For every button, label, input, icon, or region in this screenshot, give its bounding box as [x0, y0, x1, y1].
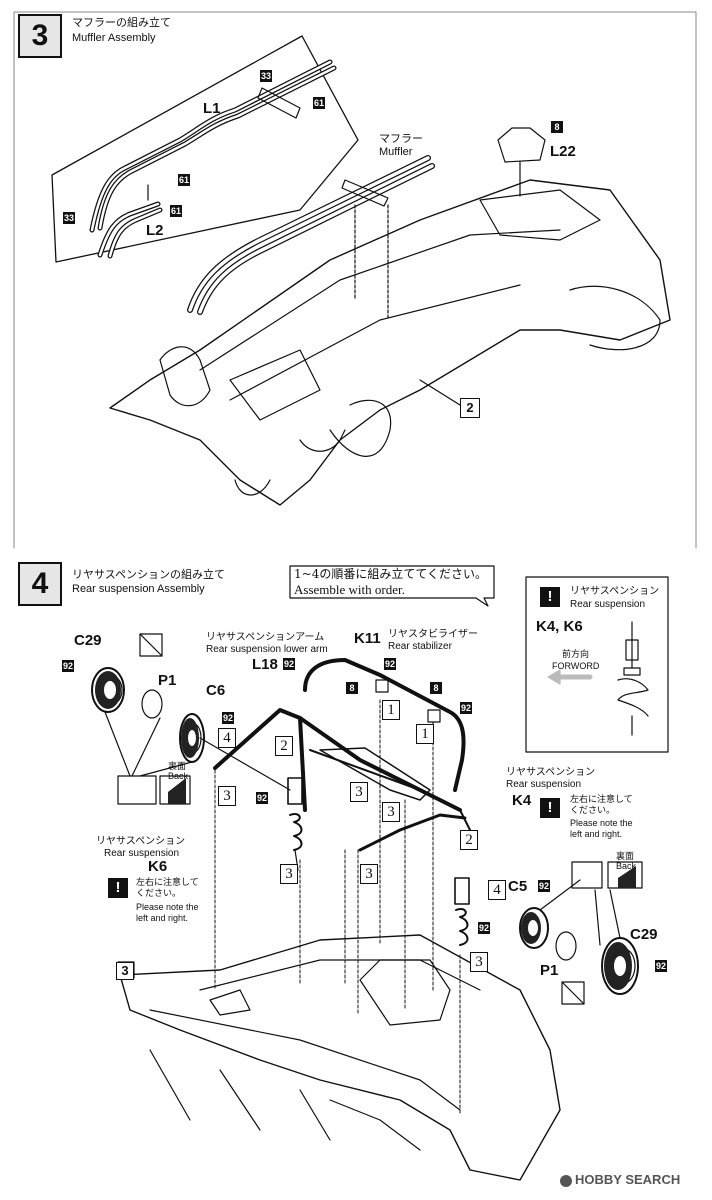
part-c5: C5 [508, 878, 528, 895]
rear-susp-left-en: Rear suspension [104, 848, 180, 859]
part-number-92: 92 [283, 658, 296, 670]
part-number-92: 92 [655, 960, 668, 972]
part-number-8: 8 [551, 121, 563, 133]
part-l18: L18 [252, 656, 278, 673]
part-number-61: 61 [178, 174, 191, 186]
lower-arm-label-jp: リヤサスペンションアーム [206, 632, 325, 643]
back-label-jp: 裏面 [168, 762, 187, 772]
caution-icon: ! [540, 587, 560, 607]
back-label-en: Back [616, 861, 637, 871]
part-c29: C29 [74, 632, 102, 649]
part-number-92: 92 [538, 880, 551, 892]
part-p1: P1 [540, 962, 559, 979]
stabilizer-label-jp: リヤスタビライザー [388, 629, 478, 640]
order-number-3: 3 [350, 782, 368, 802]
part-number-92: 92 [222, 712, 235, 724]
part-number-33: 33 [260, 70, 273, 82]
part-number-33: 33 [63, 212, 76, 224]
part-number-8: 8 [430, 682, 442, 694]
part-number-92: 92 [384, 658, 397, 670]
rear-susp-right-en: Rear suspension [506, 779, 582, 790]
stabilizer-label-en: Rear stabilizer [388, 641, 452, 652]
part-number-92: 92 [460, 702, 473, 714]
part-k4: K4 [512, 792, 532, 809]
part-k6: K6 [148, 858, 168, 875]
part-number-92: 92 [256, 792, 269, 804]
order-number-3: 3 [280, 864, 298, 884]
order-number-4: 4 [488, 880, 506, 900]
watermark-logo-icon [560, 1174, 572, 1187]
step-3-number-text: 3 [31, 19, 49, 52]
step-4-number: 4 [18, 562, 62, 606]
part-number-92: 92 [62, 660, 75, 672]
part-k11: K11 [354, 630, 381, 647]
note-left-jp: 左右に注意して ください。 [136, 878, 199, 899]
order-number-4: 4 [218, 728, 236, 748]
caution-icon: ! [108, 878, 128, 898]
order-number-3: 3 [218, 786, 236, 806]
order-number-3: 3 [360, 864, 378, 884]
part-number-61: 61 [313, 97, 326, 109]
muffler-label-jp: マフラー [379, 132, 423, 145]
part-l22: L22 [550, 143, 576, 160]
note-left-en: Please note the left and right. [136, 902, 199, 923]
order-number-3: 3 [382, 802, 400, 822]
watermark-text: HOBBY SEARCH [575, 1172, 681, 1187]
caution-icon: ! [540, 798, 560, 818]
forward-label-jp: 前方向 [562, 650, 590, 660]
rear-susp-left-jp: リヤサスペンション [96, 836, 186, 847]
step-3-number: 3 [18, 14, 62, 58]
back-label-jp: 裏面 [616, 852, 635, 862]
step-4-number-text: 4 [31, 567, 49, 600]
part-l1: L1 [203, 100, 221, 117]
part-c29: C29 [630, 926, 658, 943]
step-4-title-en: Rear suspension Assembly [72, 583, 205, 595]
muffler-label-en: Muffler [379, 146, 413, 158]
part-number-8: 8 [346, 682, 358, 694]
rear-susp-right-jp: リヤサスペンション [506, 767, 596, 778]
note-right-en: Please note the left and right. [570, 818, 633, 839]
order-number-1: 1 [382, 700, 400, 720]
step-3-title-jp: マフラーの組み立て [72, 16, 171, 29]
order-number-2: 2 [275, 736, 293, 756]
reference-step-box: 3 [116, 962, 134, 980]
forward-label-en: FORWORD [552, 661, 600, 671]
order-note-jp: 1~4の順番に組み立ててください。 [294, 567, 487, 581]
inset-title-en: Rear suspension [570, 599, 646, 610]
reference-step-box: 2 [460, 398, 480, 418]
order-note-en: Assemble with order. [294, 582, 405, 597]
step-3-title-en: Muffler Assembly [72, 32, 156, 44]
step-4-title-jp: リヤサスペンションの組み立て [72, 568, 226, 581]
part-number-61: 61 [170, 205, 183, 217]
order-number-3: 3 [470, 952, 488, 972]
inset-title-jp: リヤサスペンション [570, 586, 660, 597]
watermark: HOBBY SEARCH [560, 1172, 680, 1187]
part-p1: P1 [158, 672, 177, 689]
lower-arm-label-en: Rear suspension lower arm [206, 644, 328, 655]
part-c6: C6 [206, 682, 226, 699]
note-right-jp: 左右に注意して ください。 [570, 795, 633, 816]
part-number-92: 92 [478, 922, 491, 934]
inset-parts: K4, K6 [536, 618, 583, 635]
back-label-en: Back [168, 771, 189, 781]
order-number-2: 2 [460, 830, 478, 850]
order-number-1: 1 [416, 724, 434, 744]
part-l2: L2 [146, 222, 164, 239]
